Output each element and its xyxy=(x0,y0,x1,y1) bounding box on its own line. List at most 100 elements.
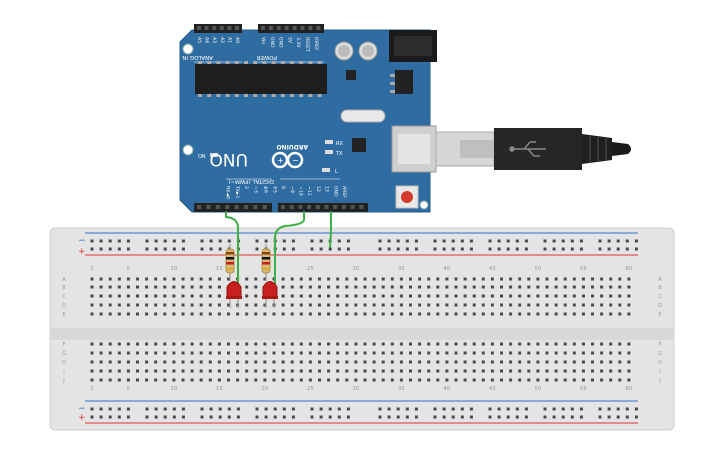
breadboard-hole[interactable] xyxy=(136,294,139,298)
rail-hole[interactable] xyxy=(625,407,629,411)
breadboard-hole[interactable] xyxy=(108,285,112,289)
breadboard-hole[interactable] xyxy=(363,369,367,373)
breadboard-hole[interactable] xyxy=(227,351,230,355)
breadboard-hole[interactable] xyxy=(126,285,130,289)
breadboard-hole[interactable] xyxy=(145,312,149,316)
breadboard-hole[interactable] xyxy=(618,285,622,289)
breadboard-hole[interactable] xyxy=(308,378,312,382)
rail-hole[interactable] xyxy=(497,407,501,411)
breadboard-hole[interactable] xyxy=(363,378,367,382)
breadboard-hole[interactable] xyxy=(445,342,449,346)
breadboard-hole[interactable] xyxy=(399,312,403,316)
breadboard-hole[interactable] xyxy=(99,294,103,298)
breadboard-hole[interactable] xyxy=(363,303,367,307)
breadboard-hole[interactable] xyxy=(618,277,622,281)
rail-hole[interactable] xyxy=(346,247,350,251)
breadboard-hole[interactable] xyxy=(108,342,112,346)
breadboard-hole[interactable] xyxy=(245,285,249,289)
breadboard-hole[interactable] xyxy=(436,360,440,364)
rail-hole[interactable] xyxy=(497,239,501,243)
breadboard-hole[interactable] xyxy=(172,294,176,298)
rail-hole[interactable] xyxy=(172,239,176,243)
rail-hole[interactable] xyxy=(163,407,167,411)
breadboard-hole[interactable] xyxy=(172,303,176,307)
breadboard-hole[interactable] xyxy=(117,378,121,382)
rail-hole[interactable] xyxy=(506,407,510,411)
breadboard-hole[interactable] xyxy=(345,277,349,281)
breadboard-hole[interactable] xyxy=(117,369,121,373)
breadboard-hole[interactable] xyxy=(527,285,531,289)
breadboard-hole[interactable] xyxy=(418,351,422,355)
breadboard-hole[interactable] xyxy=(163,312,167,316)
rail-hole[interactable] xyxy=(90,415,94,419)
breadboard-hole[interactable] xyxy=(527,351,531,355)
breadboard-hole[interactable] xyxy=(227,277,230,281)
breadboard-hole[interactable] xyxy=(490,360,494,364)
breadboard-hole[interactable] xyxy=(536,369,540,373)
breadboard-hole[interactable] xyxy=(509,378,513,382)
rail-hole[interactable] xyxy=(90,239,94,243)
breadboard-hole[interactable] xyxy=(627,277,631,281)
breadboard-hole[interactable] xyxy=(518,277,522,281)
breadboard-hole[interactable] xyxy=(199,378,203,382)
breadboard-hole[interactable] xyxy=(308,369,312,373)
breadboard-hole[interactable] xyxy=(90,378,94,382)
breadboard-hole[interactable] xyxy=(290,360,294,364)
power-header[interactable] xyxy=(258,24,324,33)
breadboard-hole[interactable] xyxy=(481,342,485,346)
breadboard-hole[interactable] xyxy=(518,294,522,298)
breadboard-hole[interactable] xyxy=(409,369,412,373)
breadboard-hole[interactable] xyxy=(490,369,494,373)
breadboard-hole[interactable] xyxy=(163,378,167,382)
rail-hole[interactable] xyxy=(282,415,286,419)
breadboard-hole[interactable] xyxy=(463,378,467,382)
rail-hole[interactable] xyxy=(396,239,400,243)
breadboard-hole[interactable] xyxy=(354,294,358,298)
breadboard-hole[interactable] xyxy=(572,312,576,316)
breadboard-hole[interactable] xyxy=(609,342,613,346)
rail-hole[interactable] xyxy=(607,239,611,243)
breadboard-hole[interactable] xyxy=(481,312,485,316)
breadboard-hole[interactable] xyxy=(454,285,458,289)
breadboard-hole[interactable] xyxy=(345,369,349,373)
breadboard-hole[interactable] xyxy=(563,303,567,307)
breadboard-hole[interactable] xyxy=(418,294,422,298)
breadboard-hole[interactable] xyxy=(563,312,567,316)
rail-hole[interactable] xyxy=(634,247,638,251)
breadboard-hole[interactable] xyxy=(154,360,158,364)
rail-hole[interactable] xyxy=(543,247,547,251)
rail-hole[interactable] xyxy=(598,415,602,419)
breadboard-hole[interactable] xyxy=(591,294,594,298)
breadboard-hole[interactable] xyxy=(618,369,622,373)
breadboard-hole[interactable] xyxy=(99,303,103,307)
breadboard-hole[interactable] xyxy=(181,312,185,316)
breadboard-hole[interactable] xyxy=(345,360,349,364)
breadboard-hole[interactable] xyxy=(90,294,94,298)
breadboard-hole[interactable] xyxy=(254,277,258,281)
breadboard-hole[interactable] xyxy=(290,312,294,316)
breadboard-hole[interactable] xyxy=(609,378,613,382)
breadboard-hole[interactable] xyxy=(445,360,449,364)
breadboard-hole[interactable] xyxy=(281,369,285,373)
breadboard-hole[interactable] xyxy=(217,378,221,382)
rail-hole[interactable] xyxy=(337,247,341,251)
rail-hole[interactable] xyxy=(200,239,204,243)
breadboard-hole[interactable] xyxy=(145,285,149,289)
breadboard-hole[interactable] xyxy=(363,360,367,364)
rail-hole[interactable] xyxy=(126,239,130,243)
breadboard-hole[interactable] xyxy=(163,360,167,364)
breadboard-hole[interactable] xyxy=(627,312,631,316)
breadboard-hole[interactable] xyxy=(227,312,230,316)
breadboard-hole[interactable] xyxy=(536,285,540,289)
breadboard-hole[interactable] xyxy=(509,360,513,364)
breadboard-hole[interactable] xyxy=(126,369,130,373)
breadboard-hole[interactable] xyxy=(281,351,285,355)
rail-hole[interactable] xyxy=(579,407,583,411)
breadboard-hole[interactable] xyxy=(308,342,312,346)
wire-pin12-to-led2[interactable] xyxy=(274,211,305,291)
rail-hole[interactable] xyxy=(90,407,94,411)
breadboard-hole[interactable] xyxy=(181,351,185,355)
breadboard-hole[interactable] xyxy=(236,378,240,382)
breadboard-hole[interactable] xyxy=(618,294,622,298)
